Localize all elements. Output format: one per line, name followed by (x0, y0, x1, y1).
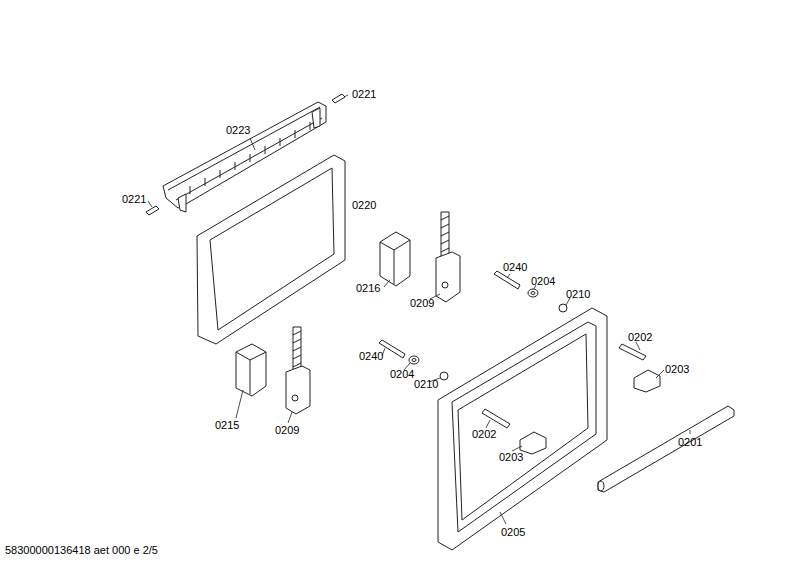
callout-number: 0221 (352, 88, 376, 101)
leader-lines (148, 95, 690, 524)
strip-tab (312, 108, 320, 128)
hinge-spring (293, 327, 301, 373)
callout-number: 0221 (122, 193, 146, 206)
strip-tab (178, 194, 186, 212)
callout-number: 0204 (531, 275, 555, 288)
clip (520, 432, 546, 454)
callout-number: 0201 (678, 436, 702, 449)
callout-number: 0216 (356, 282, 380, 295)
callout-number: 0202 (472, 428, 496, 441)
glass-inner (210, 168, 334, 330)
callout-number: 0210 (414, 378, 438, 391)
washer (528, 289, 538, 297)
bracket (380, 232, 410, 286)
document-id: 58300000136418 aet 000 e 2/5 (5, 544, 158, 557)
callout-number: 0223 (226, 124, 250, 137)
callout-number: 0215 (215, 419, 239, 432)
screw (494, 271, 520, 289)
bracket (236, 344, 266, 396)
callout-number: 0203 (665, 363, 689, 376)
callout-number: 0205 (501, 526, 525, 539)
callout-number: 0240 (359, 350, 383, 363)
bushing (440, 372, 448, 380)
glass-pane (197, 155, 345, 344)
washer (409, 356, 419, 364)
clip (634, 370, 660, 392)
pin (482, 409, 510, 428)
pin (146, 206, 159, 215)
bushing (559, 304, 567, 312)
door-frame (438, 308, 607, 550)
door-glass (452, 322, 596, 532)
callout-number: 0209 (275, 424, 299, 437)
pin (619, 344, 646, 360)
callout-number: 0210 (566, 288, 590, 301)
hinge-spring (441, 212, 449, 260)
pin (332, 94, 345, 103)
hinge-body (286, 366, 310, 414)
callout-number: 0240 (503, 261, 527, 274)
callout-number: 0203 (499, 451, 523, 464)
callout-number: 0204 (390, 368, 414, 381)
door-handle (598, 406, 734, 492)
callout-number: 0202 (628, 331, 652, 344)
callout-number: 0209 (410, 297, 434, 310)
callout-number: 0220 (352, 199, 376, 212)
